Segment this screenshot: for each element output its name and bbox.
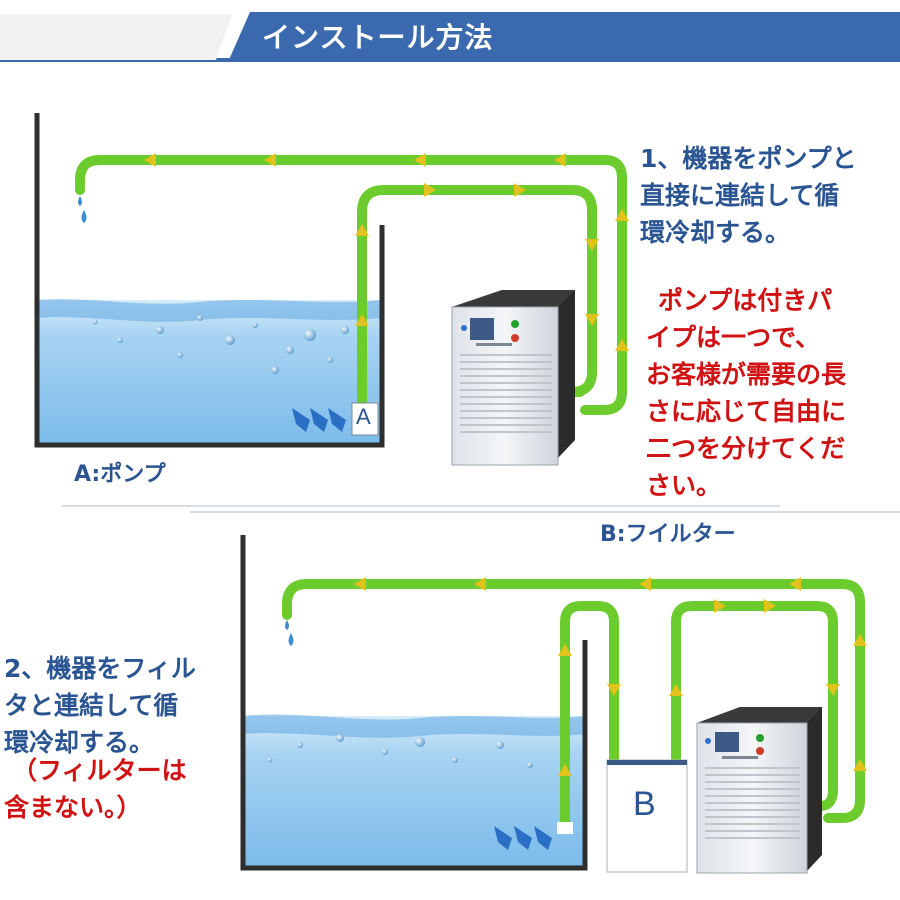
note-line: 1、機器をポンプと bbox=[640, 144, 857, 173]
flow-arrow-icon bbox=[292, 408, 346, 432]
pump-box-a bbox=[351, 402, 379, 436]
filter-label: B bbox=[633, 785, 656, 823]
water-drop-icon bbox=[78, 196, 87, 223]
note-line: ポンプは付きパ bbox=[658, 286, 833, 315]
section2-remark: （フィルターは 含まない。） bbox=[4, 752, 187, 826]
header-band bbox=[0, 12, 900, 62]
chiller-unit-icon bbox=[451, 290, 575, 466]
pipe-route-2 bbox=[282, 579, 865, 831]
pipe-route-1 bbox=[75, 155, 627, 415]
note-line: 2、機器をフィル bbox=[4, 654, 196, 683]
note-line: 二つを分けてくだ bbox=[646, 434, 846, 463]
note-line: タと連結して循 bbox=[4, 691, 179, 720]
pump-intake bbox=[557, 822, 573, 834]
note-line: さに応じて自由に bbox=[646, 397, 847, 426]
page-title: インストール方法 bbox=[262, 21, 494, 54]
section1-note: 1、機器をポンプと 直接に連結して循 環冷却する。 bbox=[640, 140, 857, 251]
chiller-unit-icon bbox=[696, 707, 822, 874]
section1-remark: ポンプは付きパ イプは一つで、 お客様が需要の長 さに応じて自由に 二つを分けて… bbox=[646, 282, 846, 504]
caption-pump: A:ポンプ bbox=[74, 462, 166, 487]
note-line: 環冷却する。 bbox=[4, 728, 155, 757]
note-line: さい。 bbox=[646, 471, 722, 500]
section2-note: 2、機器をフィル タと連結して循 環冷却する。 bbox=[4, 650, 196, 761]
note-line: 直接に連結して循 bbox=[640, 181, 840, 210]
flow-arrow-icon bbox=[494, 826, 552, 850]
water-drop-icon bbox=[285, 620, 294, 646]
caption-filter: B:フイルター bbox=[600, 522, 736, 547]
filter-box-b bbox=[606, 759, 688, 873]
note-line: （フィルターは bbox=[12, 756, 187, 785]
note-line: 含まない。） bbox=[4, 793, 142, 822]
note-line: イプは一つで、 bbox=[646, 323, 821, 352]
note-line: 環冷却する。 bbox=[640, 218, 791, 247]
pump-label: A bbox=[356, 404, 371, 429]
note-line: お客様が需要の長 bbox=[646, 360, 847, 389]
